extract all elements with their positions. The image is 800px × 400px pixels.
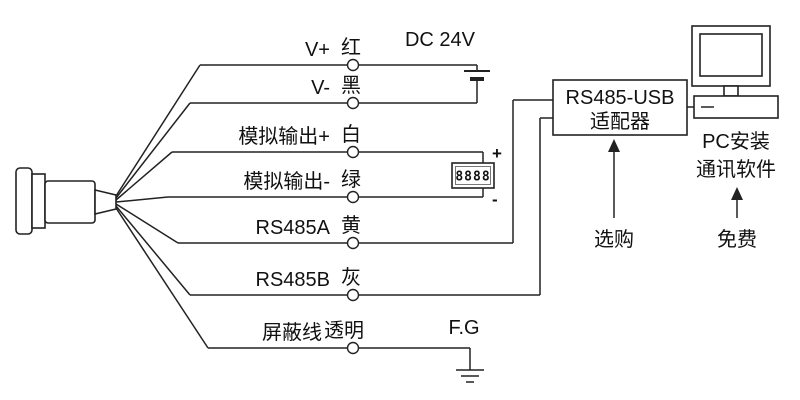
pc-note-label: 免费: [717, 228, 757, 251]
wire-line: [115, 64, 201, 197]
meter-box: [451, 162, 495, 189]
wire-color-label: 黑: [341, 75, 361, 97]
sensor-ring: [31, 173, 46, 229]
adapter-note: 选购: [594, 139, 634, 251]
sensor: [15, 167, 117, 235]
wire-line: [115, 203, 179, 244]
wire-color-label: 绿: [341, 168, 361, 191]
wire-signal-label: RS485A: [256, 217, 331, 239]
wire-terminal: [346, 58, 360, 72]
wire-color-label: 透明: [324, 319, 364, 342]
pc-note: 免费: [717, 187, 757, 251]
meter-minus-sign: -: [492, 190, 498, 209]
wire-color-label: 黄: [341, 214, 361, 237]
power-supply: DC 24V: [405, 29, 490, 103]
wire-terminal: [346, 341, 360, 355]
meter-bezel: [455, 166, 491, 185]
wire-signal-label: RS485B: [256, 269, 331, 291]
rs485-usb-adapter: RS485-USB 适配器: [552, 79, 694, 136]
wire-terminal: [346, 145, 360, 159]
wire-line: [115, 205, 191, 296]
pc-base: [693, 95, 779, 119]
wire-terminal: [346, 190, 360, 204]
wire-terminal: [346, 288, 360, 302]
wire-line: [115, 102, 191, 199]
wire-row-analog-plus: 模拟输出+ 白: [172, 123, 484, 163]
wire-signal-label: V-: [311, 77, 330, 99]
wire-color-label: 白: [341, 123, 361, 146]
adapter-name-line2: 适配器: [590, 110, 650, 133]
arrow-up-icon: [731, 187, 743, 200]
power-label: DC 24V: [405, 29, 476, 51]
arrow-up-icon: [608, 139, 620, 152]
adapter-name-line1: RS485-USB: [566, 87, 675, 109]
pc-screen: [699, 33, 763, 77]
pc: PC安装 通讯软件: [691, 25, 779, 181]
wire-signal-label: 模拟输出-: [243, 170, 330, 193]
wire-terminal: [346, 236, 360, 250]
adapter-note-label: 选购: [594, 228, 634, 251]
wire-row-shield: 屏蔽线 透明: [208, 319, 470, 355]
wire-row-vminus: V- 黑: [190, 75, 477, 110]
wire-color-label: 红: [341, 36, 361, 59]
wire-row-analog-minus: 模拟输出- 绿: [168, 168, 484, 204]
sensor-face: [15, 167, 33, 235]
wire-line: [115, 196, 169, 203]
wire-row-rs485b: RS485B 灰: [190, 117, 553, 302]
wire-line: [115, 207, 209, 349]
sensor-neck: [94, 188, 117, 216]
pc-caption-line1: PC安装: [702, 130, 770, 153]
meter-plus-sign: +: [492, 144, 502, 163]
wire-row-rs485a: RS485A 黄: [178, 99, 553, 250]
sensor-body: [44, 180, 96, 224]
pc-caption-line2: 通讯软件: [696, 158, 776, 181]
ground-symbol: F.G: [448, 317, 484, 383]
adapter-box: [552, 79, 688, 136]
wire-signal-label: 屏蔽线: [262, 321, 322, 344]
wire-signal-label: V+: [305, 39, 330, 61]
wire-terminal: [346, 96, 360, 110]
wire-line: [115, 151, 173, 201]
wire-color-label: 灰: [341, 266, 361, 289]
wire-fan: [115, 64, 209, 349]
meter-value: 8888: [455, 170, 490, 185]
pc-monitor-stand: [723, 85, 739, 97]
panel-meter: 8888 + -: [451, 144, 502, 209]
wire-row-vplus: V+ 红: [200, 36, 477, 72]
wire-signal-label: 模拟输出+: [238, 125, 330, 148]
ground-label: F.G: [448, 317, 479, 339]
